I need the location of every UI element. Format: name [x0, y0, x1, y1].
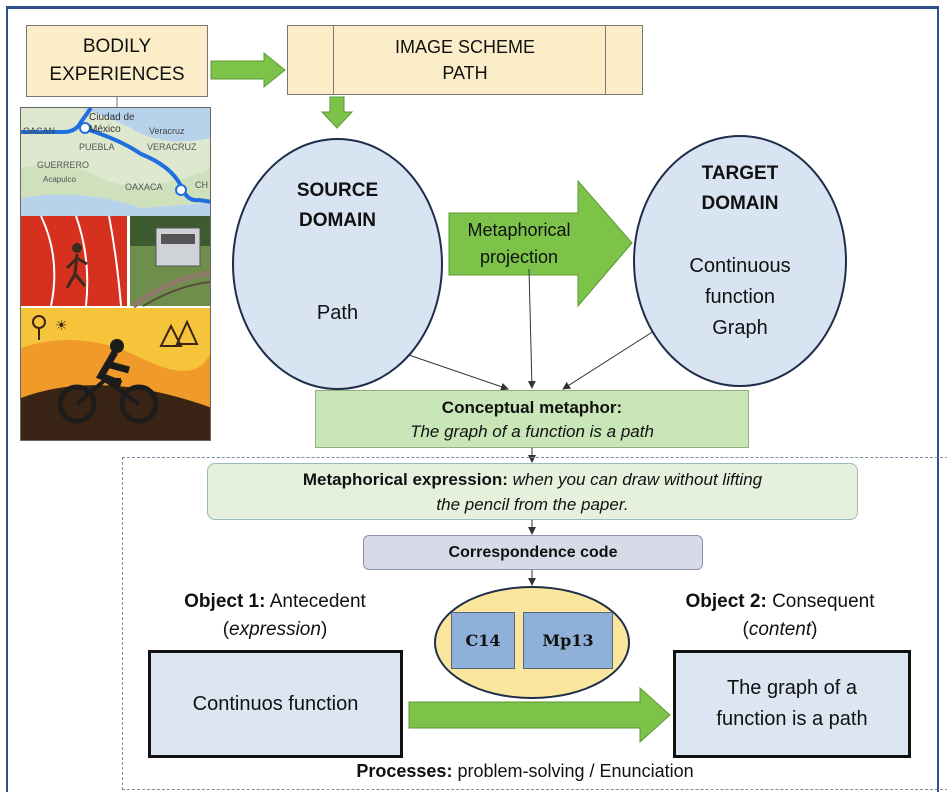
metaphorical-expression-box: Metaphorical expression: when you can dr…	[207, 463, 858, 520]
svg-text:☀: ☀	[55, 317, 68, 333]
processes-region	[122, 457, 947, 790]
bodily-experience-images: Ciudad de México OACAN Veracruz PUEBLA V…	[20, 107, 211, 441]
source-domain-ellipse: SOURCE DOMAIN Path	[232, 138, 443, 390]
conceptual-metaphor-text: The graph of a function is a path	[410, 422, 654, 441]
map-label-ch: CH	[195, 180, 208, 190]
code-c14-label: C14	[465, 631, 501, 650]
image-scheme-box: IMAGE SCHEME PATH	[287, 25, 643, 95]
processes-text: problem-solving / Enunciation	[457, 761, 694, 781]
bodily-experiences-label: BODILY EXPERIENCES	[49, 36, 185, 85]
image-scheme-subtitle: PATH	[442, 63, 488, 83]
map-label-guerrero: GUERRERO	[37, 160, 89, 170]
object1-label: Object 1:	[184, 591, 266, 612]
target-domain-ellipse: TARGET DOMAIN Continuous function Graph	[633, 135, 847, 387]
map-image: Ciudad de México OACAN Veracruz PUEBLA V…	[21, 108, 210, 216]
metaphorical-expression-text-2: the pencil from the paper.	[436, 495, 629, 514]
object1-box: Continuos function	[148, 650, 403, 758]
code-mp13: Mp13	[523, 612, 613, 669]
object1-paren-word: expression	[229, 619, 321, 640]
image-collage: Ciudad de México OACAN Veracruz PUEBLA V…	[21, 108, 210, 440]
metaphorical-projection-label: Metaphorical projection	[449, 217, 589, 271]
processes-label: Processes: problem-solving / Enunciation	[200, 758, 850, 784]
object2-label: Object 2:	[685, 591, 767, 612]
source-domain-body: Path	[316, 302, 359, 324]
train-image	[130, 216, 210, 309]
projection-line-1: Metaphorical	[467, 220, 571, 240]
running-track-image	[21, 215, 127, 307]
map-label-city: Ciudad de	[89, 112, 135, 123]
code-c14: C14	[451, 612, 515, 669]
target-domain-title-2: DOMAIN	[701, 193, 779, 214]
image-scheme-title: IMAGE SCHEME	[394, 37, 536, 57]
code-mp13-label: Mp13	[542, 631, 594, 650]
object2-box: The graph of a function is a path	[673, 650, 911, 758]
object1-title: Object 1: Antecedent (expression)	[184, 591, 366, 640]
processes-title: Processes:	[356, 761, 453, 781]
bodily-experiences-box: BODILY EXPERIENCES	[26, 25, 208, 97]
target-domain-body-2: function	[704, 286, 776, 308]
conceptual-metaphor-title: Conceptual metaphor:	[441, 398, 623, 417]
metaphorical-expression-text-1: when you can draw without lifting	[512, 470, 763, 489]
map-label-acapulco: Acapulco	[43, 175, 76, 184]
map-label-oaxaca: OAXACA	[125, 182, 163, 192]
object2-paren-word: content	[748, 619, 812, 640]
source-domain-title-2: DOMAIN	[298, 210, 377, 231]
cyclist-image: ☀	[21, 308, 210, 440]
target-domain-title-1: TARGET	[701, 163, 779, 184]
projection-line-2: projection	[479, 247, 559, 267]
object2-title: Object 2: Consequent (content)	[685, 591, 875, 640]
correspondence-code-label: Correspondence code	[448, 543, 618, 561]
object2-content-1: The graph of a	[726, 677, 858, 699]
correspondence-code-box: Correspondence code	[363, 535, 703, 570]
source-domain-title-1: SOURCE	[296, 180, 379, 201]
object1-to-object2-arrow	[408, 686, 671, 744]
object1-content: Continuos function	[192, 692, 359, 715]
object1-role: Antecedent	[269, 591, 366, 612]
object2-content-2: function is a path	[716, 708, 868, 730]
object2-role: Consequent	[772, 591, 875, 612]
map-label-veracruz2: VERACRUZ	[147, 142, 197, 152]
map-label-puebla: PUEBLA	[79, 142, 115, 152]
scheme-to-source-arrow	[320, 96, 354, 129]
target-domain-body-3: Graph	[712, 317, 768, 339]
target-domain-body-1: Continuous	[689, 255, 791, 277]
map-label-oacan: OACAN	[23, 126, 55, 136]
map-label-mexico: México	[89, 124, 121, 135]
map-label-veracruz: Veracruz	[149, 126, 185, 136]
outer-frame	[6, 6, 939, 792]
conceptual-metaphor-box: Conceptual metaphor: The graph of a func…	[315, 390, 749, 448]
bodily-to-scheme-arrow	[210, 51, 286, 89]
metaphorical-projection-arrow	[448, 179, 633, 308]
metaphorical-expression-label: Metaphorical expression:	[302, 470, 508, 489]
